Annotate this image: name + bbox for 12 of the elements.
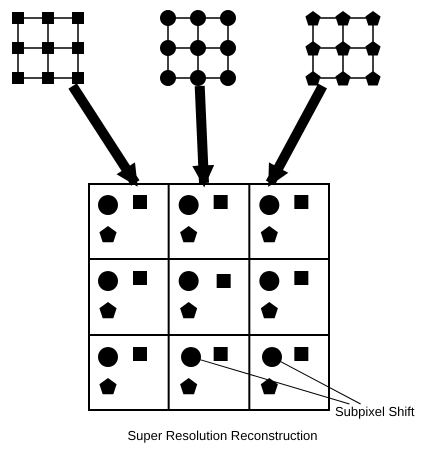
arrow	[192, 86, 214, 188]
caption: Super Resolution Reconstruction	[126, 428, 319, 443]
circle-marker	[262, 347, 282, 367]
leader-line	[280, 361, 362, 404]
square-grid-drawing	[10, 10, 86, 86]
arrow	[266, 84, 327, 187]
circle-grid-drawing	[160, 10, 236, 86]
annotation-label: Subpixel Shift	[335, 404, 414, 419]
leader-line	[200, 359, 350, 404]
circle-marker	[181, 347, 201, 367]
pentagon-grid-drawing	[305, 10, 381, 86]
arrow	[68, 83, 140, 187]
